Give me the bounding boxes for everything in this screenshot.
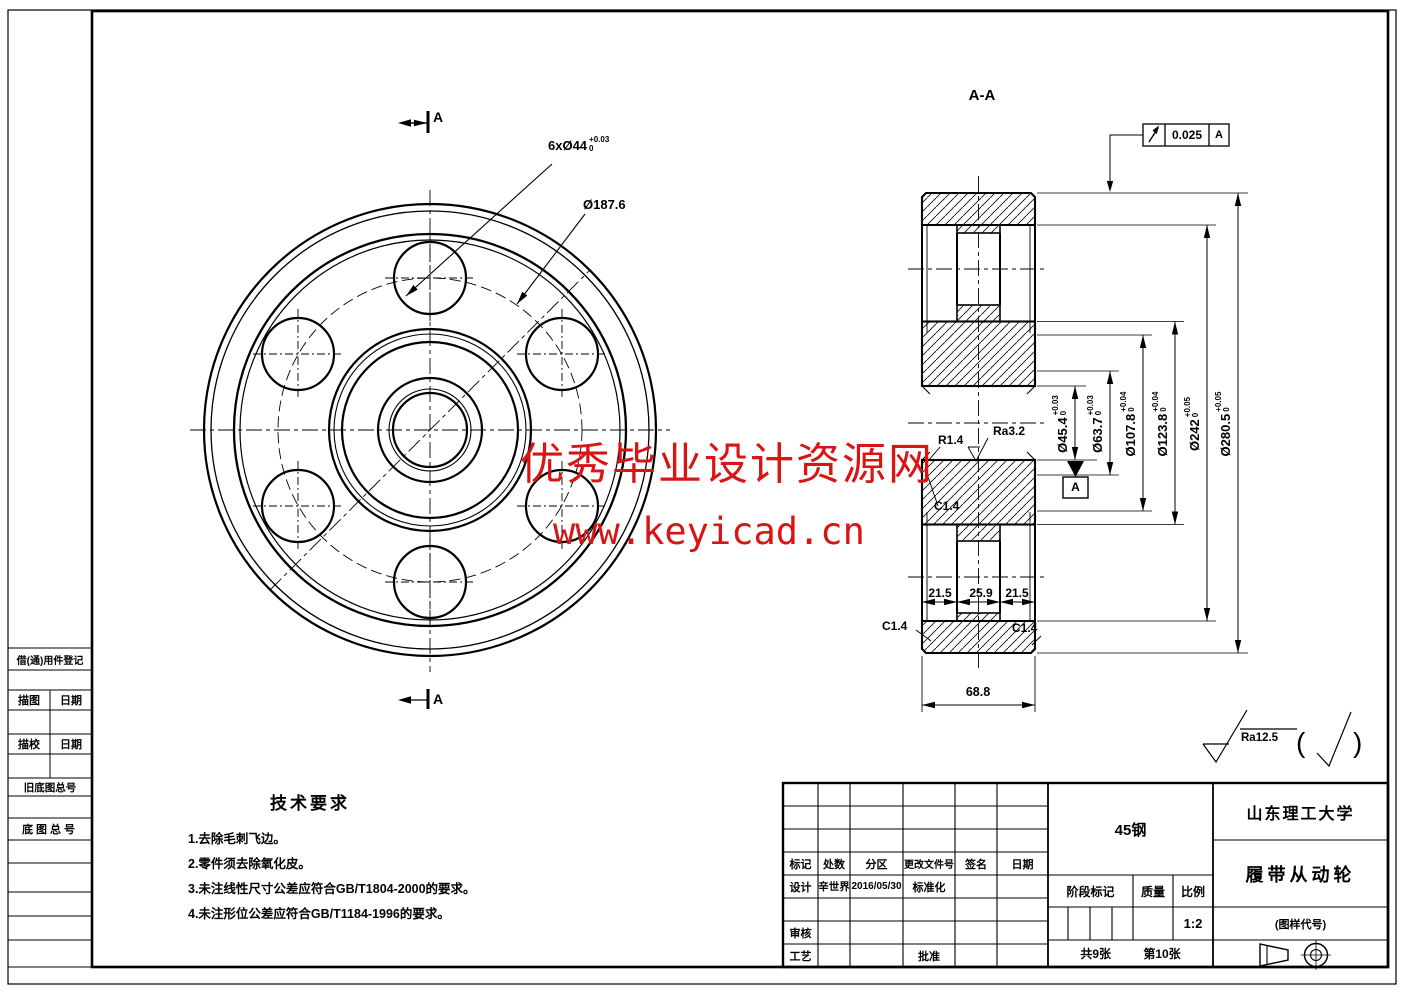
runout-datum-ref: A bbox=[1215, 129, 1223, 141]
tb-sheet-no: 第10张 bbox=[1143, 947, 1181, 961]
tb-approve-label: 批准 bbox=[918, 950, 940, 963]
holes-dim-value: 6xØ44 bbox=[548, 138, 588, 153]
width-left: 21.5 bbox=[928, 586, 952, 600]
margin-borrow-label: 借(通)用件登记 bbox=[16, 655, 84, 667]
sheet-borders bbox=[7, 9, 1397, 985]
projection-symbol-icon bbox=[1259, 940, 1331, 970]
tech-req-item-4: 4.未注形位公差应符合GB/T1184-1996的要求。 bbox=[188, 907, 450, 921]
tb-designer-name: 辛世界 bbox=[818, 881, 850, 893]
tech-req-item-1: 1.去除毛刺飞边。 bbox=[188, 832, 286, 846]
datum-symbol bbox=[1062, 461, 1089, 499]
tb-header-mark: 标记 bbox=[789, 858, 812, 871]
paren-open: ( bbox=[1296, 727, 1306, 758]
margin-base-no-label: 底图总号 bbox=[22, 824, 78, 836]
title-block-grid bbox=[781, 781, 1390, 969]
runout-value: 0.025 bbox=[1171, 128, 1203, 142]
tb-header-zone: 分区 bbox=[865, 858, 888, 871]
width-overall: 68.8 bbox=[965, 684, 991, 699]
margin-proof-label: 描校 bbox=[18, 739, 40, 751]
section-centerlines bbox=[908, 176, 1048, 670]
chamfer-note-bl: C1.4 bbox=[882, 619, 908, 633]
dim-extensions bbox=[921, 192, 1248, 712]
tb-header-date: 日期 bbox=[1011, 858, 1034, 871]
tb-stage-label: 阶段标记 bbox=[1066, 884, 1115, 899]
tech-req-item-2: 2.零件须去除氧化皮。 bbox=[188, 857, 311, 871]
tb-sheets-total: 共9张 bbox=[1080, 947, 1111, 961]
margin-proof-date-label: 日期 bbox=[60, 739, 82, 751]
watermark-line1: 优秀毕业设计资源网 bbox=[520, 439, 934, 490]
chamfer-note-br: C1.4 bbox=[1012, 621, 1038, 635]
datum-letter: A bbox=[1071, 480, 1080, 494]
tb-audit-label: 审核 bbox=[789, 927, 812, 940]
width-right: 21.5 bbox=[1005, 586, 1029, 600]
tb-header-sign: 签名 bbox=[965, 858, 987, 871]
width-middle: 25.9 bbox=[969, 586, 993, 600]
tb-part-name: 履带从动轮 bbox=[1245, 864, 1356, 885]
tech-req-title: 技术要求 bbox=[270, 793, 350, 813]
tb-material: 45钢 bbox=[1114, 821, 1147, 839]
tb-design-date: 2016/05/30 bbox=[851, 881, 902, 892]
margin-tracing-date-label: 日期 bbox=[60, 695, 82, 707]
tb-scale-value: 1:2 bbox=[1183, 916, 1203, 931]
watermark-line2: www.keyicad.cn bbox=[553, 510, 865, 553]
bolt-circle-dimension-label: Ø187.6 bbox=[583, 197, 626, 212]
tb-header-docno: 更改文件号 bbox=[904, 860, 954, 871]
cutting-letter-top: A bbox=[433, 109, 444, 125]
tb-standard-label: 标准化 bbox=[912, 881, 946, 894]
tech-req-item-3: 3.未注线性尺寸公差应符合GB/T1804-2000的要求。 bbox=[188, 882, 476, 896]
cutting-letter-bottom: A bbox=[433, 691, 444, 707]
front-leaders bbox=[405, 163, 586, 305]
surface-finish-marks bbox=[1202, 709, 1352, 768]
margin-tracing-label: 描图 bbox=[18, 695, 40, 707]
tb-school: 山东理工大学 bbox=[1246, 805, 1355, 823]
note-leaders bbox=[915, 437, 1042, 646]
general-roughness: Ra12.5 bbox=[1241, 732, 1279, 744]
roughness-note: Ra3.2 bbox=[993, 424, 1026, 438]
front-centerlines bbox=[190, 190, 670, 672]
fillet-note: R1.4 bbox=[938, 433, 964, 447]
tb-sheet-info: 共9张 第10张 bbox=[1048, 940, 1213, 967]
tb-drawing-code: (图样代号) bbox=[1274, 918, 1327, 931]
tb-header-count: 处数 bbox=[823, 858, 845, 871]
runout-frame bbox=[1106, 123, 1230, 192]
tb-scale-label: 比例 bbox=[1180, 884, 1205, 899]
tb-process-label: 工艺 bbox=[789, 950, 812, 963]
paren-close: ) bbox=[1353, 727, 1363, 758]
margin-old-base-no-label: 旧底图总号 bbox=[23, 781, 77, 794]
tb-design-label: 设计 bbox=[789, 881, 812, 894]
dim-lines bbox=[922, 193, 1242, 709]
section-title: A-A bbox=[968, 86, 996, 104]
tb-weight-label: 质量 bbox=[1140, 884, 1165, 899]
chamfer-note-mid: C1.4 bbox=[934, 499, 960, 513]
cutting-plane-marks bbox=[398, 111, 430, 709]
